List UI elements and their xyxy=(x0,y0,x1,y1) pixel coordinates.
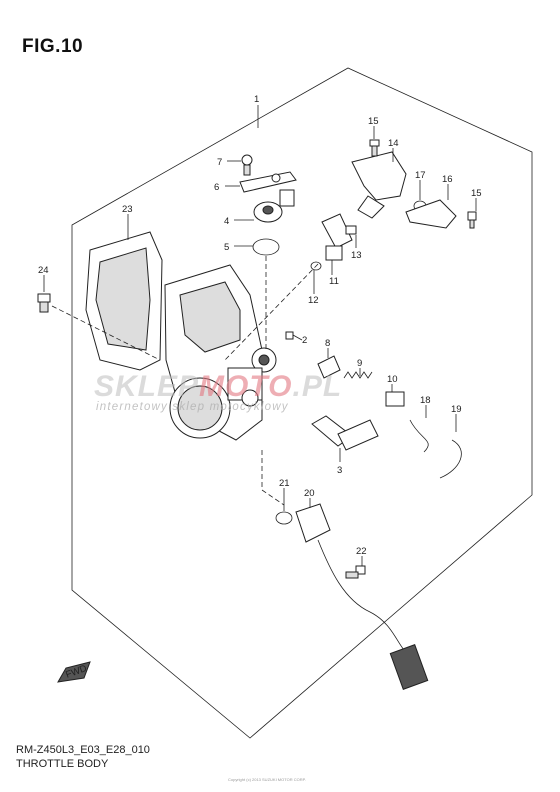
callout-3: 3 xyxy=(337,465,342,476)
callout-22: 22 xyxy=(356,546,367,557)
callout-23: 23 xyxy=(122,204,133,215)
callout-6: 6 xyxy=(214,182,219,193)
part-7-screw xyxy=(227,154,253,176)
callout-9: 9 xyxy=(357,358,362,369)
watermark-tagline: internetowy sklep motocyklowy xyxy=(96,401,289,413)
throttle-body-main xyxy=(164,264,277,441)
part-4-sensor xyxy=(234,189,295,223)
callout-14: 14 xyxy=(388,138,399,149)
part-23-cover xyxy=(85,214,163,371)
watermark-brand-start: SKLEP xyxy=(94,370,200,403)
footer-note: Copyright (c) 2013 SUZUKI MOTOR CORP. xyxy=(228,777,306,782)
callout-11: 11 xyxy=(329,276,339,287)
part-9-spring xyxy=(343,368,373,379)
part-15-bolt-side xyxy=(467,198,477,229)
callout-17: 17 xyxy=(415,170,426,181)
figure-label: FIG.10 xyxy=(22,36,84,57)
part-8-plug xyxy=(317,348,341,379)
part-21-o-ring xyxy=(261,450,293,525)
part-3-valve xyxy=(311,415,379,462)
callout-7: 7 xyxy=(217,157,222,168)
callout-10: 10 xyxy=(387,374,398,385)
part-16-fitting xyxy=(405,184,457,229)
part-12-o-ring xyxy=(310,261,322,294)
callout-8: 8 xyxy=(325,338,330,349)
callout-5: 5 xyxy=(224,242,229,253)
callout-13: 13 xyxy=(351,250,362,261)
callout-4: 4 xyxy=(224,216,229,227)
assembly-frame xyxy=(71,67,533,739)
model-code: RM-Z450L3_E03_E28_010 xyxy=(16,744,150,756)
callout-2: 2 xyxy=(302,335,307,346)
callout-18: 18 xyxy=(420,395,431,406)
part-2-screw xyxy=(285,331,303,341)
watermark-brand-accent: MOTO xyxy=(199,370,293,403)
callout-12: 12 xyxy=(308,295,319,306)
part-5-o-ring xyxy=(234,238,280,350)
part-20-sensor-harness xyxy=(295,498,429,690)
front-direction-marker: FWD xyxy=(57,661,91,683)
watermark-brand: SKLEPMOTO.PL xyxy=(94,370,342,404)
callout-20: 20 xyxy=(304,488,315,499)
watermark-brand-end: .PL xyxy=(292,370,343,403)
callout-16: 16 xyxy=(442,174,453,185)
part-22-bolt xyxy=(345,556,366,579)
callout-15-side: 15 xyxy=(471,188,482,199)
part-15-bolt-top xyxy=(369,126,380,157)
callout-1: 1 xyxy=(254,94,259,105)
callout-21: 21 xyxy=(279,478,290,489)
part-19-elbow-hose xyxy=(439,414,462,479)
callout-19: 19 xyxy=(451,404,462,415)
diagram-title: THROTTLE BODY xyxy=(16,758,109,770)
part-14-holder xyxy=(351,148,407,219)
part-13-cushion xyxy=(345,225,357,248)
part-18-hose xyxy=(409,405,429,453)
callout-24: 24 xyxy=(38,265,49,276)
part-6-bracket xyxy=(225,171,297,193)
callout-15-top: 15 xyxy=(368,116,379,127)
part-10-nut xyxy=(385,384,405,407)
part-11-injector xyxy=(224,213,353,361)
part-24-bolt xyxy=(37,275,161,361)
